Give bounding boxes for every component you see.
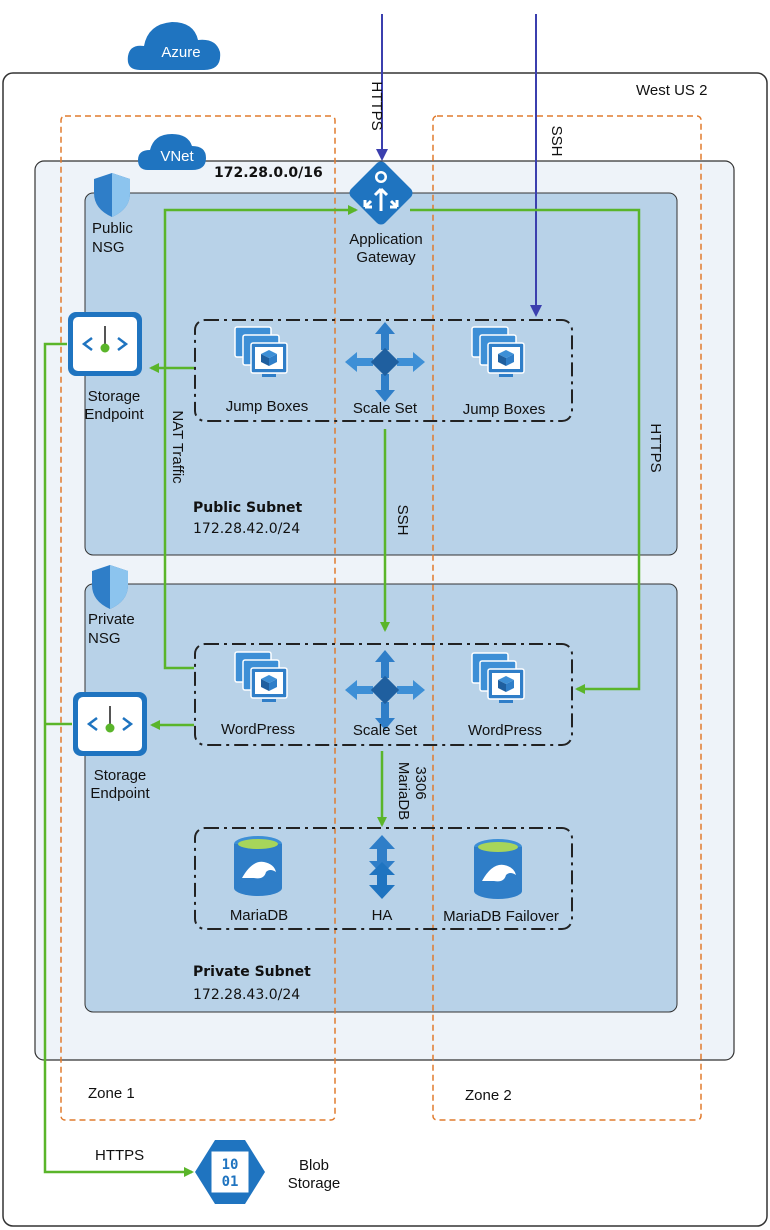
nat-traffic-label: NAT Traffic: [169, 410, 186, 484]
private-storage-endpoint-icon: [71, 690, 149, 758]
wordpress-right-label: WordPress: [468, 722, 542, 739]
mariadb-failover-label: MariaDB Failover: [443, 908, 559, 925]
blob-storage-label: Blob Storage: [287, 1157, 341, 1192]
https-inbound-label: HTTPS: [368, 81, 385, 131]
https-blob-connector: [43, 342, 194, 1177]
private-subnet-title: Private Subnet: [193, 964, 311, 980]
ssh-mid-label: SSH: [394, 504, 411, 536]
application-gateway-icon: [349, 161, 413, 225]
wordpress-scaleset-group: [194, 643, 573, 746]
private-subnet-cidr: 172.28.43.0/24: [193, 987, 301, 1003]
azure-cloud-icon: [127, 22, 221, 70]
jump-boxes-right-label: Jump Boxes: [462, 401, 546, 418]
blob-storage-icon: [195, 1140, 265, 1204]
web-scale-set-label: Scale Set: [352, 722, 418, 739]
public-storage-endpoint-icon: [66, 310, 144, 378]
nat-traffic-connector: [163, 205, 358, 670]
mariadb-port-label: 3306: [412, 766, 429, 800]
private-nsg-label: Private NSG: [88, 611, 135, 647]
region-label: West US 2: [636, 82, 708, 99]
jump-boxes-left-label: Jump Boxes: [225, 398, 309, 415]
public-subnet-title: Public Subnet: [193, 500, 303, 516]
https-gateway-to-wordpress-connector: [410, 208, 641, 694]
wordpress-left-label: WordPress: [221, 721, 295, 738]
ha-label: HA: [371, 907, 393, 924]
ssh-inbound-label: SSH: [548, 125, 565, 157]
public-subnet-cidr: 172.28.42.0/24: [193, 521, 301, 537]
zone1-label: Zone 1: [88, 1085, 135, 1102]
public-nsg-label: Public NSG: [92, 220, 133, 256]
vnet-cloud-icon: [138, 134, 206, 170]
ha-icon: [369, 835, 395, 899]
zone2-boundary: [432, 115, 702, 1121]
zone1-boundary: [60, 115, 336, 1121]
application-gateway-label: Application Gateway: [349, 231, 423, 266]
mariadb-flow-label: MariaDB: [395, 761, 412, 821]
blob-icon-bits-bottom: 01: [221, 1174, 239, 1190]
zone2-label: Zone 2: [465, 1087, 512, 1104]
mariadb-icon: [234, 836, 282, 896]
mariadb-failover-icon: [474, 839, 522, 899]
https-blob-label: HTTPS: [95, 1147, 145, 1164]
vnet-cidr: 172.28.0.0/16: [214, 165, 323, 181]
azure-label: Azure: [161, 44, 201, 61]
https-right-label: HTTPS: [647, 423, 664, 473]
mariadb-label: MariaDB: [229, 907, 289, 924]
mariadb-ha-group: [194, 827, 573, 930]
public-scale-set-label: Scale Set: [352, 400, 418, 417]
blob-icon-bits-top: 10: [221, 1157, 239, 1173]
private-storage-endpoint-label: Storage Endpoint: [90, 767, 150, 802]
jumpbox-scaleset-group: [194, 319, 573, 422]
public-storage-endpoint-label: Storage Endpoint: [84, 388, 144, 423]
vnet-label: VNet: [160, 148, 194, 165]
